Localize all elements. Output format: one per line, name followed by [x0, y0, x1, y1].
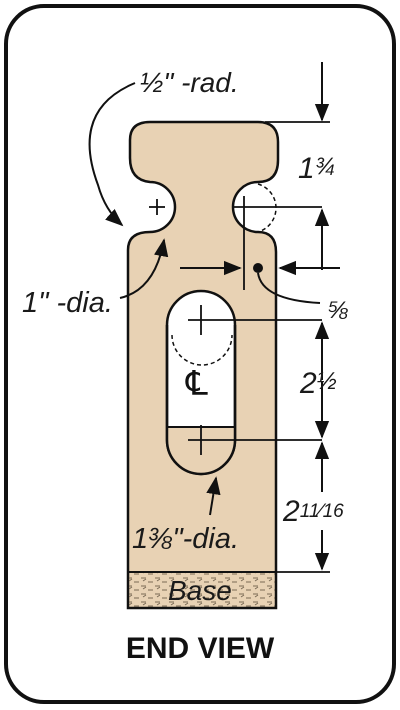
- label-inset: ⅝: [328, 297, 348, 324]
- label-base-length: 211⁄16: [282, 495, 344, 528]
- view-title: END VIEW: [126, 632, 275, 665]
- label-centerline: ℄: [185, 365, 208, 403]
- label-slot-length: 2½: [299, 367, 337, 400]
- label-top-radius: ½" -rad.: [140, 67, 239, 98]
- label-base: Base: [168, 575, 232, 606]
- right-notch-phantom: [257, 183, 277, 233]
- inset-dot: [253, 263, 263, 273]
- label-slot-dia: 1⅜"-dia.: [132, 523, 239, 555]
- center-marks: [149, 121, 330, 573]
- label-top-height: 1¾: [298, 152, 335, 185]
- dimension-arrows: [88, 62, 340, 571]
- label-circle-dia: 1" -dia.: [22, 287, 113, 319]
- base-band: [127, 571, 277, 609]
